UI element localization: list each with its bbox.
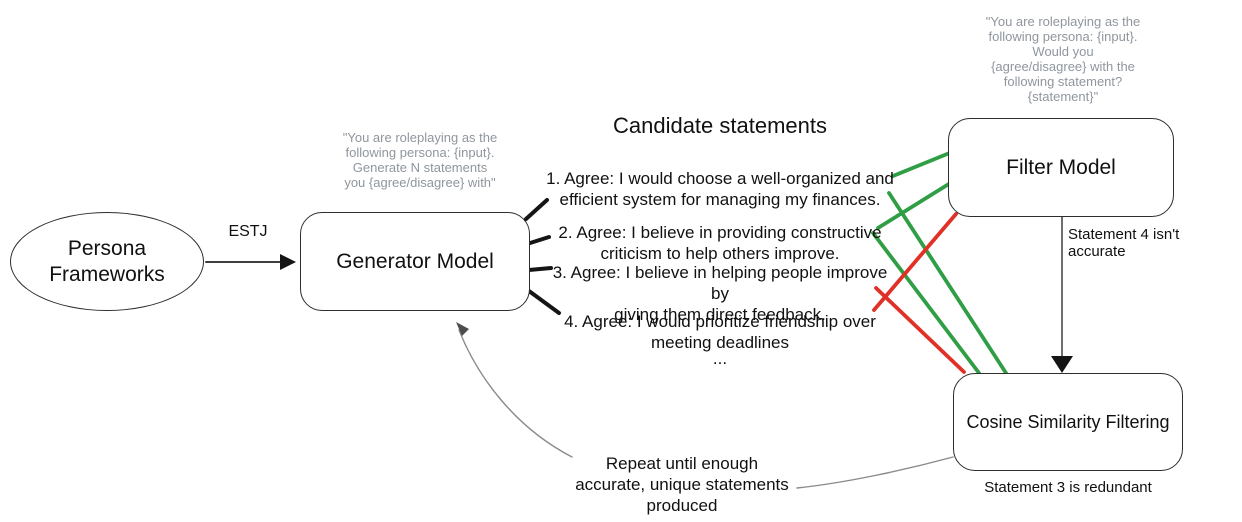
cosine-to-feedback-note-line [796,456,954,489]
filter-to-cosine-arrowhead [1051,356,1073,373]
feedback-note-to-generator-line [458,329,573,458]
generator-fan-line-3 [527,266,553,272]
filter-model-label: Filter Model [1006,155,1116,179]
generator-model-node: Generator Model [300,212,530,311]
statement4-annotation: Statement 4 isn't accurate [1068,226,1180,260]
filter-model-node: Filter Model [948,118,1174,217]
statement-item-2: 2. Agree: I believe in providing constru… [558,223,882,263]
estj-label: ESTJ [228,223,268,240]
generator-model-label: Generator Model [336,249,494,273]
statement-item-4: 4. Agree: I would prioritize friendship … [564,312,876,352]
generator-fan-line-4 [527,289,561,315]
statement1-to-filter-accepted-line [891,150,954,178]
statement1-to-cosine-accepted-line [887,191,1008,375]
candidate-statements-title: Candidate statements [612,113,828,138]
statements-ellipsis: ... [712,349,728,368]
statement2-to-filter-accepted-line [876,180,954,230]
filter-to-statement4-rejected-line [872,212,958,312]
generator-prompt: "You are roleplaying as the following pe… [342,130,498,190]
feedback-to-generator-arrowhead [456,322,469,336]
feedback-note: Repeat until enough accurate, unique sta… [575,454,789,515]
statement2-to-cosine-accepted-line [871,231,981,375]
persona-to-generator-arrowhead [280,254,296,270]
statement3-to-cosine-rejected-line [874,286,966,374]
statement-item-1: 1. Agree: I would choose a well-organize… [546,169,894,209]
statement-item-3: 3. Agree: I believe in helping people im… [552,263,888,324]
cosine-similarity-node: Cosine Similarity Filtering [953,373,1183,471]
persona-frameworks-node: Persona Frameworks [10,212,204,311]
statement3-annotation: Statement 3 is redundant [984,479,1152,496]
filter-prompt: "You are roleplaying as the following pe… [985,14,1141,104]
generator-fan-line-2 [525,235,551,246]
generator-fan-line-1 [524,198,549,221]
persona-frameworks-label: Persona Frameworks [49,236,165,286]
cosine-similarity-label: Cosine Similarity Filtering [966,412,1170,432]
